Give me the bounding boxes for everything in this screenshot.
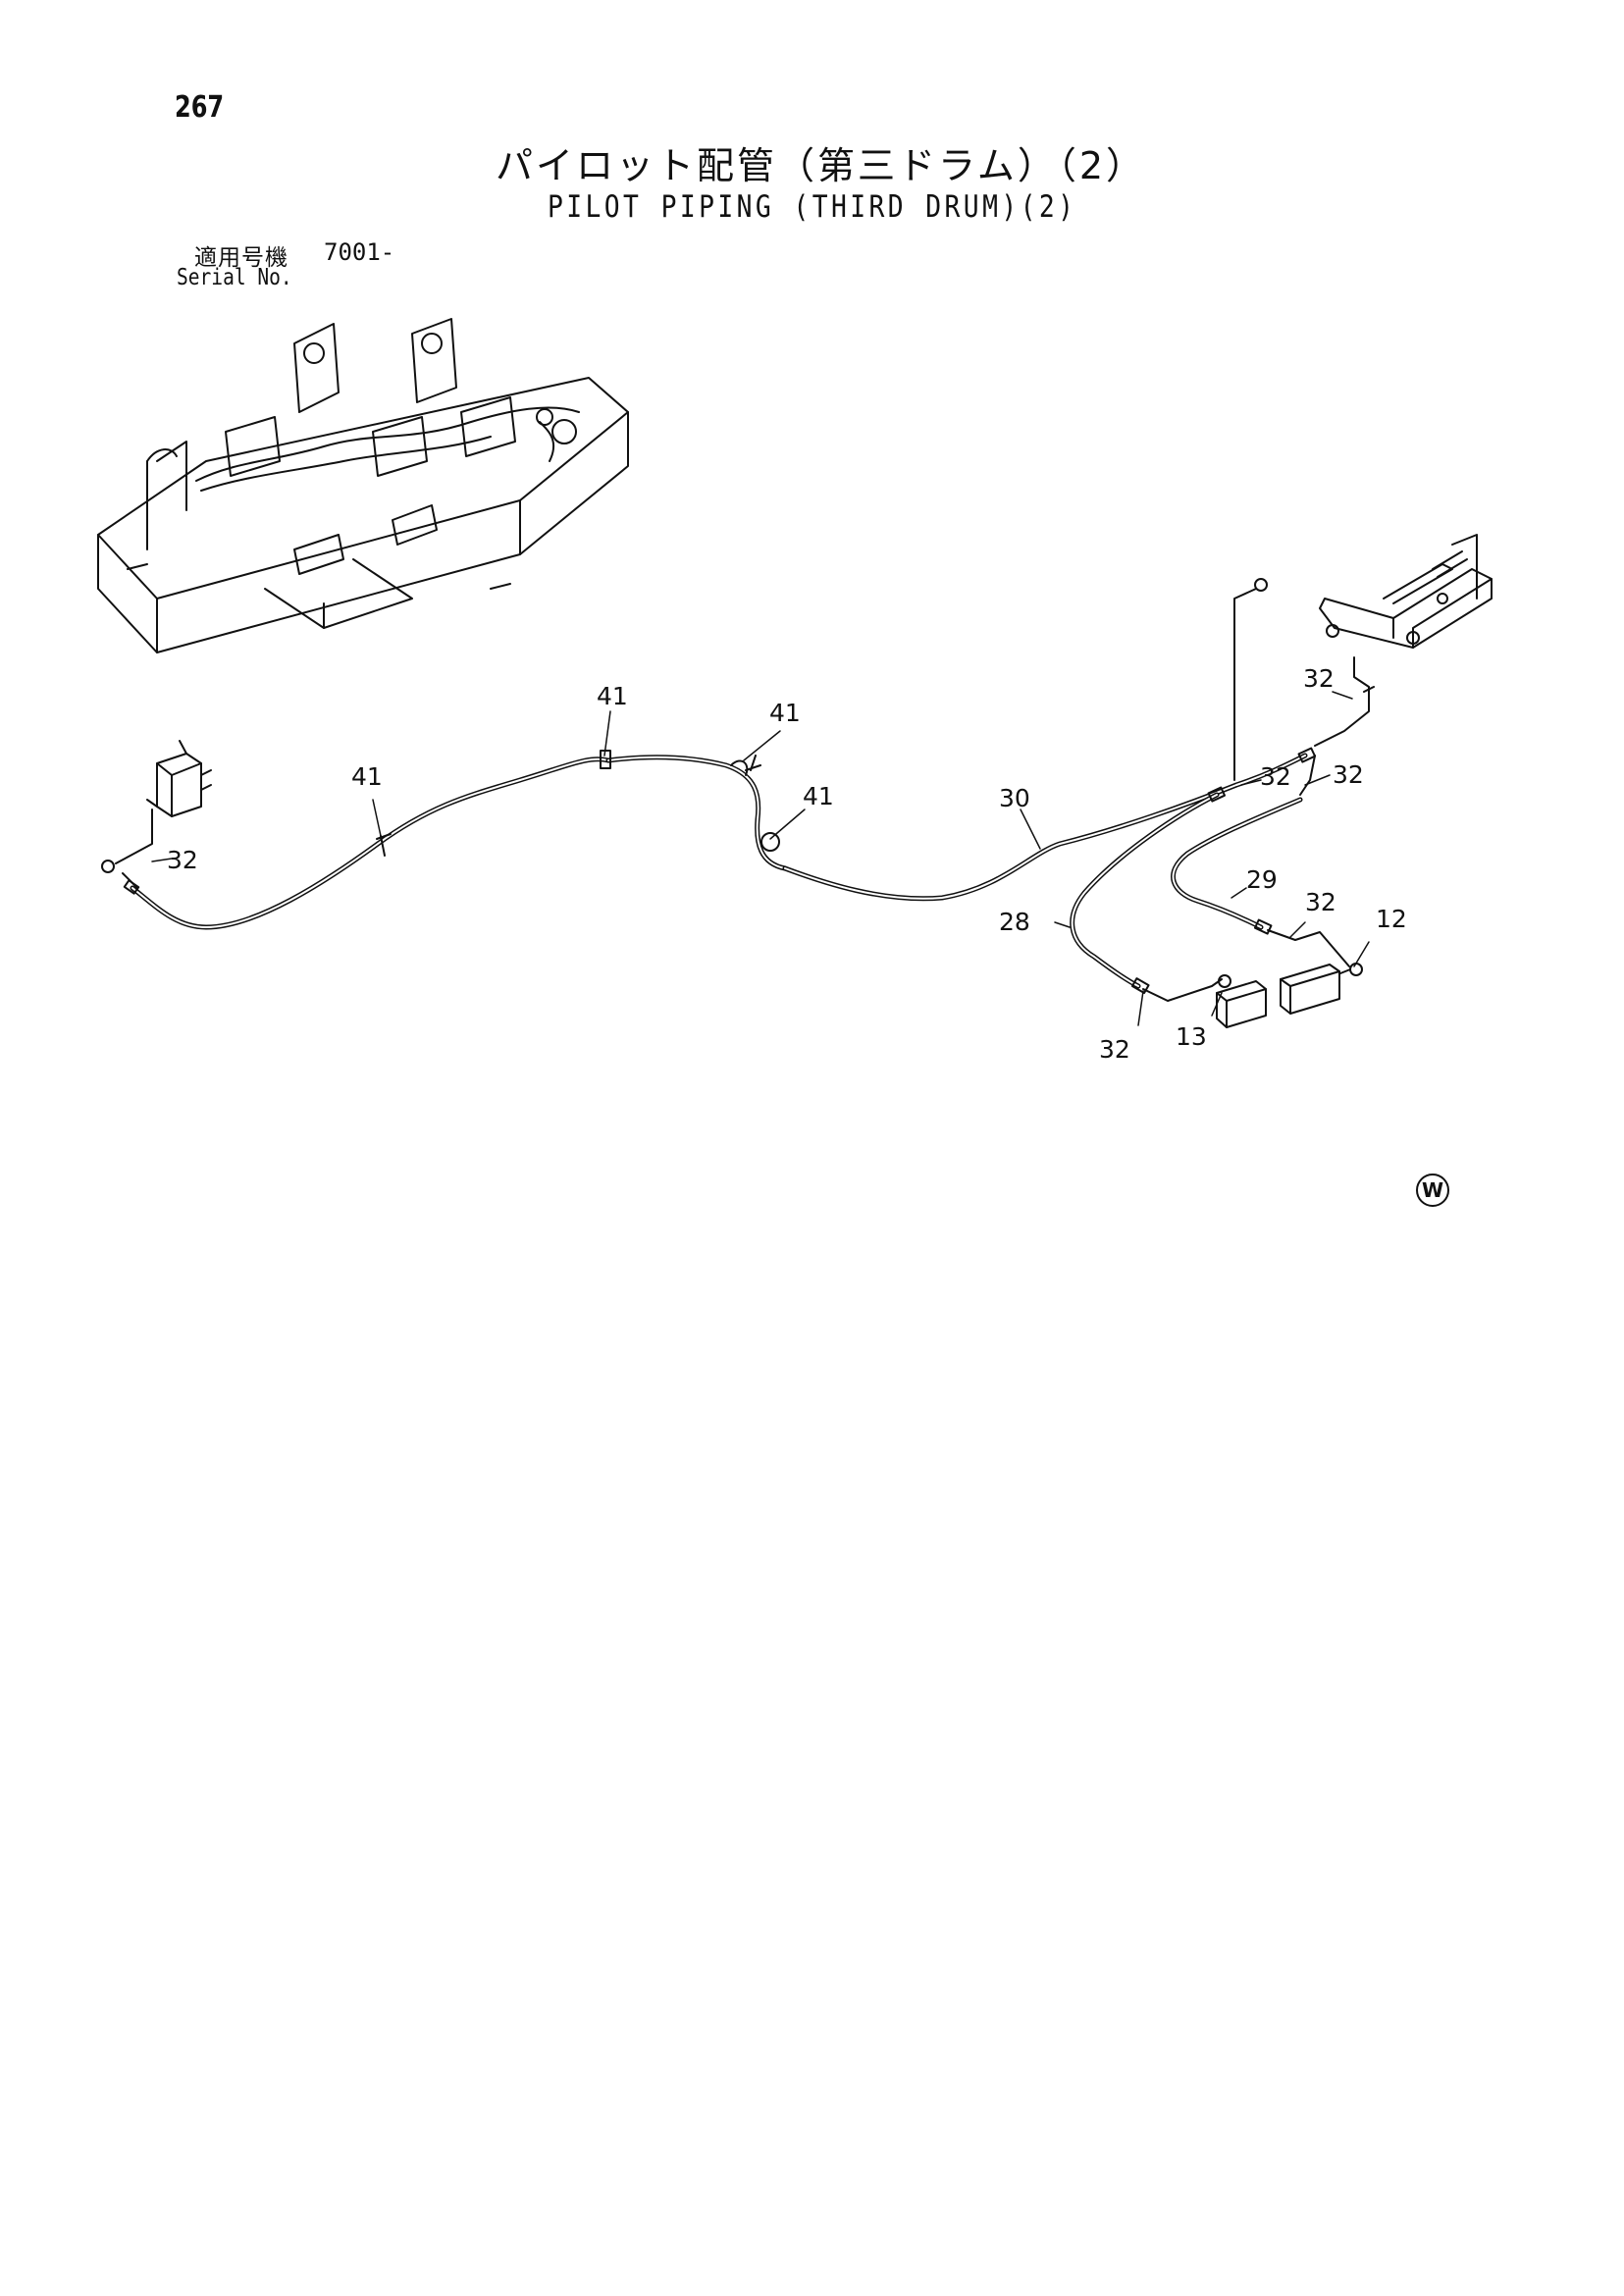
callout-32-upper: 32 — [1303, 664, 1335, 693]
callout-41-d: 41 — [803, 782, 834, 810]
page-title-english: PILOT PIPING (THIRD DRUM)(2) — [548, 189, 1077, 225]
pilot-hose-runs — [123, 747, 1317, 994]
callout-12: 12 — [1376, 905, 1407, 933]
serial-label-english: Serial No. — [177, 265, 292, 290]
right-cylinder-assembly — [1233, 534, 1493, 796]
callout-41-b: 41 — [597, 682, 628, 710]
left-valve-block — [101, 740, 212, 889]
w-mark-icon: W — [1416, 1174, 1449, 1207]
serial-label-japanese: 適用号機 — [194, 245, 288, 271]
callout-32-bottom: 32 — [1099, 1035, 1130, 1064]
control-valves — [1142, 929, 1363, 1028]
page-title-japanese: パイロット配管（第三ドラム）（2） — [496, 144, 1147, 187]
callout-32-lower-right: 32 — [1305, 888, 1336, 916]
page-number: 267 — [175, 90, 225, 125]
machine-frame-illustration — [97, 318, 629, 653]
callout-32-mid-left: 32 — [1260, 762, 1291, 791]
serial-number-value: 7001- — [324, 238, 395, 266]
callout-labels: 41 41 41 41 30 32 32 32 32 32 29 32 12 2… — [167, 664, 1407, 1064]
callout-41-a: 41 — [351, 762, 383, 791]
callout-30: 30 — [999, 784, 1030, 812]
callout-41-c: 41 — [769, 699, 801, 727]
leader-lines — [151, 691, 1370, 1026]
callout-29: 29 — [1246, 865, 1278, 894]
callout-28: 28 — [999, 908, 1030, 936]
callout-32-mid-right: 32 — [1333, 760, 1364, 789]
callout-32-left: 32 — [167, 846, 198, 874]
callout-13: 13 — [1176, 1022, 1207, 1051]
